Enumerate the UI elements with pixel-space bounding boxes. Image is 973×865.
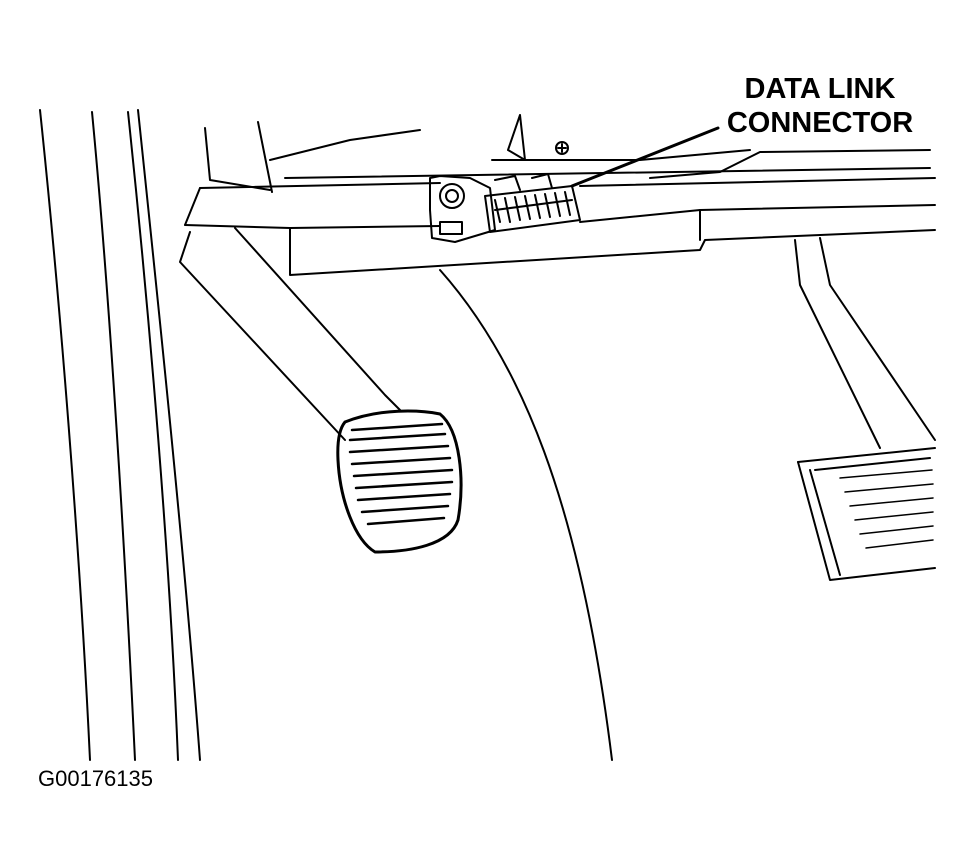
pedal-arm bbox=[180, 228, 400, 440]
data-link-connector bbox=[430, 174, 580, 242]
callout-line-1: DATA LINK bbox=[744, 73, 896, 105]
dash-lower-trim bbox=[185, 178, 935, 275]
callout-leader-line bbox=[572, 128, 718, 186]
callout-line-2: CONNECTOR bbox=[726, 107, 914, 139]
pedal-pad bbox=[338, 411, 461, 552]
door-pillar bbox=[40, 110, 200, 760]
data-link-connector-label: DATA LINK CONNECTOR bbox=[700, 72, 940, 140]
accelerator-pedal bbox=[795, 238, 935, 580]
figure-id: G00176135 bbox=[38, 766, 153, 791]
floor-tunnel-curve bbox=[440, 270, 612, 760]
